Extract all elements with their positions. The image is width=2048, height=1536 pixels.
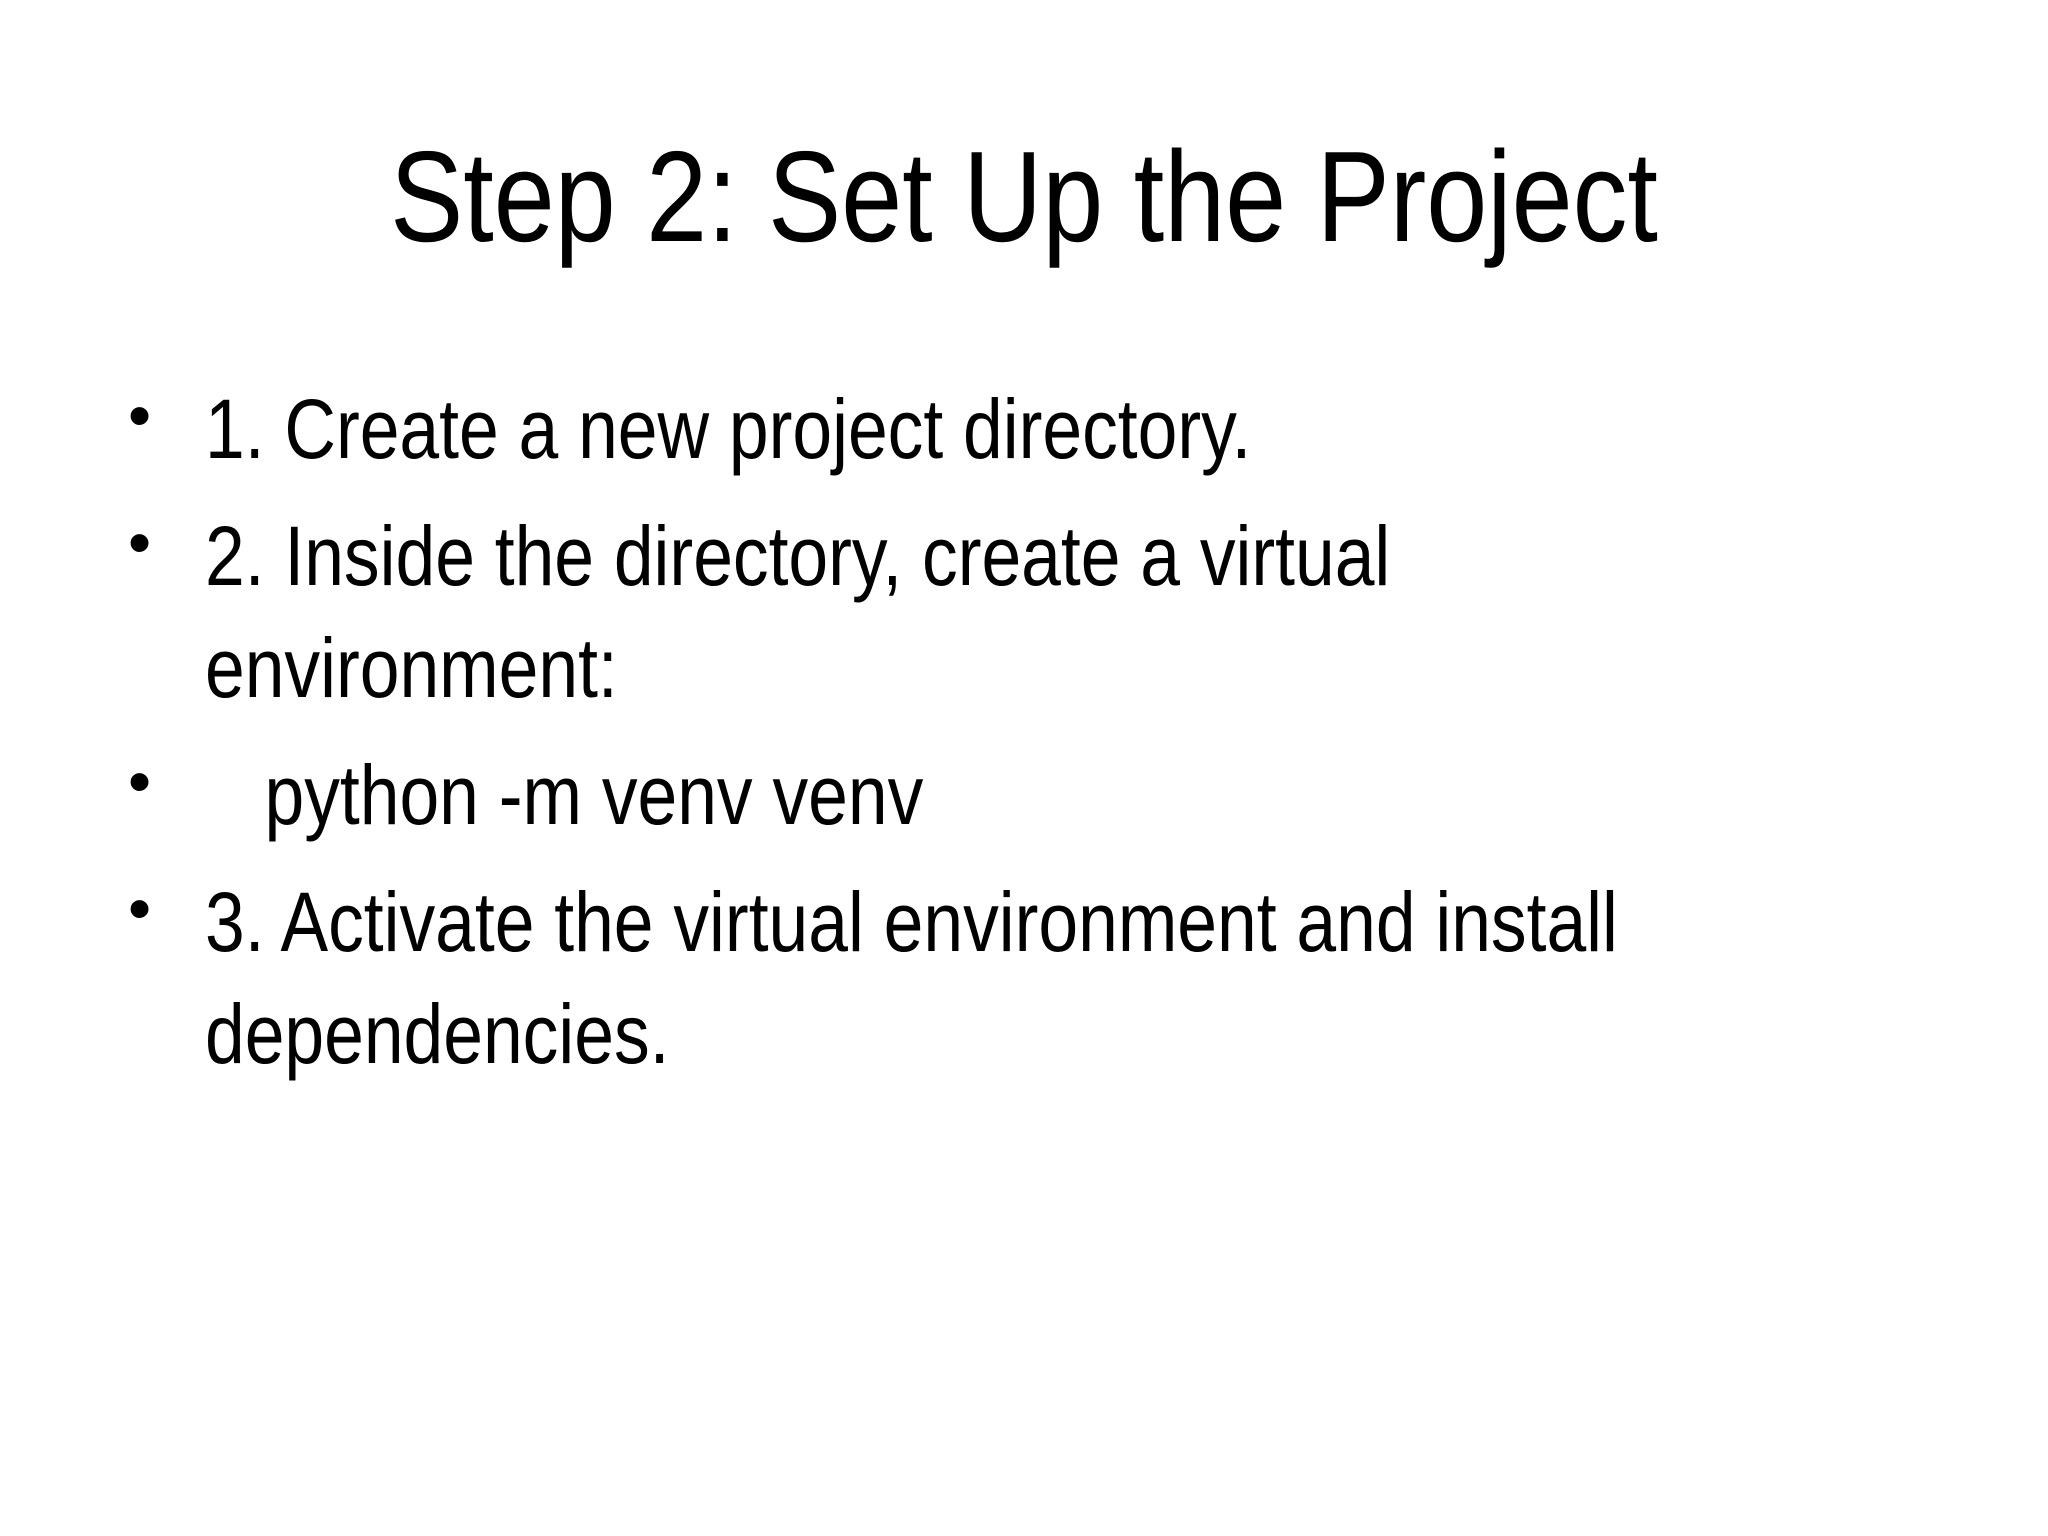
bullet-line: dependencies. [205, 987, 670, 1081]
bullet-item: • 1. Create a new project directory. [128, 373, 2008, 485]
bullet-line: 2. Inside the directory, create a virtua… [205, 509, 1391, 603]
bullet-text: python -m venv venv [205, 739, 2008, 851]
slide-title: Step 2: Set Up the Project [390, 125, 1658, 269]
bullet-line: 3. Activate the virtual environment and … [205, 875, 1618, 969]
bullet-list: • 1. Create a new project directory. • 2… [128, 373, 2008, 1105]
bullet-item: • 3. Activate the virtual environment an… [128, 866, 2008, 1090]
bullet-icon: • [128, 505, 152, 579]
bullet-line: environment: [205, 621, 618, 715]
bullet-text: 1. Create a new project directory. [205, 373, 2008, 485]
bullet-line: 1. Create a new project directory. [205, 382, 1252, 476]
bullet-icon: • [128, 744, 152, 818]
bullet-icon: • [128, 871, 152, 945]
bullet-text: 2. Inside the directory, create a virtua… [205, 500, 2008, 724]
bullet-icon: • [128, 378, 152, 452]
bullet-line: python -m venv venv [205, 748, 924, 842]
bullet-text: 3. Activate the virtual environment and … [205, 866, 2008, 1090]
bullet-item: • python -m venv venv [128, 739, 2008, 851]
bullet-item: • 2. Inside the directory, create a virt… [128, 500, 2008, 724]
